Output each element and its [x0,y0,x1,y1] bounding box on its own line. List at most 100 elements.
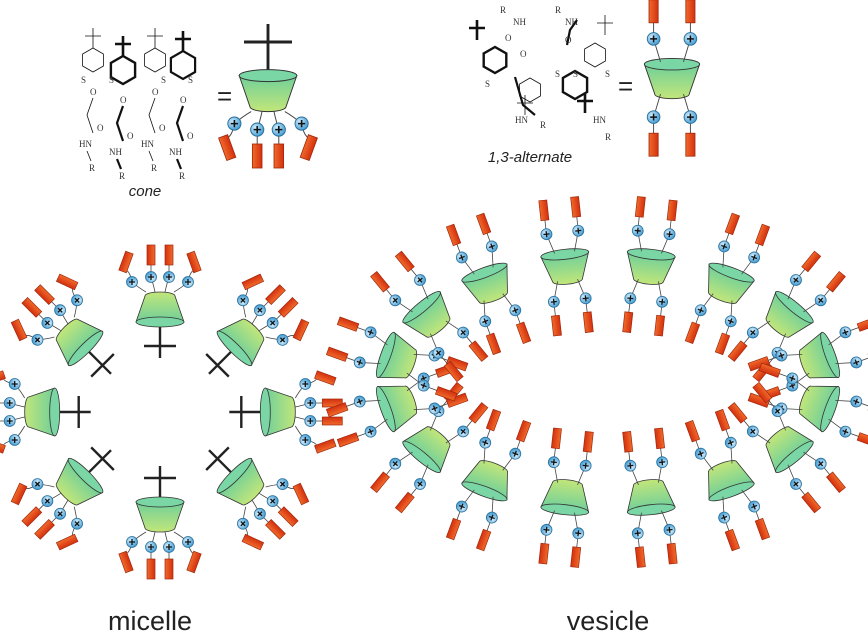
plus-icon [727,318,734,325]
calixarene-cone-rim [376,331,396,378]
atom-label: O [120,95,127,105]
tert-butyl-group [115,36,131,56]
micelle-cone-unit [118,244,202,358]
micelle-cone-unit [0,370,91,454]
plus-icon [129,279,135,285]
plus-icon [417,277,423,283]
plus-icon [420,382,427,389]
calixarene-cone-body [216,457,265,506]
plus-icon [431,405,438,412]
acetamide-chain [86,97,94,134]
cone-schematic [218,23,318,169]
plus-icon [11,437,18,443]
cationic-head-bead [547,295,560,308]
hydrophobic-tail [321,416,343,426]
vesicle-alternate-unit [622,196,678,337]
plus-icon [392,460,399,467]
micelle-cone-unit [118,466,202,580]
cationic-head-bead [540,523,553,536]
micelle-assembly [0,244,343,580]
hydrophobic-tail [684,419,701,443]
plus-icon [6,400,13,406]
cationic-head-bead [724,315,737,328]
calixarene-cone-rim [259,387,271,437]
plus-icon [129,539,135,545]
hydrophobic-tail [21,506,43,528]
cationic-head-bead [790,478,802,490]
plus-icon [458,503,465,510]
hydrophobic-tail [582,431,594,453]
cationic-head-bead [41,317,54,329]
benzene-ring [169,49,197,81]
calixarene-cone-body [377,331,418,379]
vesicle-alternate-unit [727,381,846,514]
plus-icon [582,295,589,302]
cationic-head-bead [683,32,698,46]
plus-icon [853,359,860,366]
calixarene-cone-body [216,318,265,367]
plus-icon [34,337,41,343]
micelle-cone-unit [205,273,310,378]
cationic-head-bead [509,447,522,460]
cationic-head-bead [432,346,445,359]
equals-sign-cone: = [217,81,232,111]
cationic-head-bead [304,397,317,409]
hydrophobic-tail [485,408,502,432]
atom-label: NH [513,17,526,27]
alternate-label: 1,3-alternate [488,149,572,166]
cationic-head-bead [8,378,21,390]
calixarene-cone-rim [708,481,755,502]
cationic-head-bead [304,415,317,427]
hydrophobic-tail [727,340,748,362]
hydrophobic-tail [445,517,462,541]
hydrophobic-tail [55,533,79,551]
plus-icon [185,279,191,285]
calixarene-cone-rim [775,440,814,473]
cationic-head-bead [718,240,731,253]
atom-label: S [555,69,560,79]
hydrophobic-tail [582,311,594,333]
hydrophobic-tail [634,546,646,568]
hydrophobic-tail [714,408,731,432]
acetamide-chain [148,97,156,134]
plus-icon [550,459,557,466]
hydrophobic-tail [485,332,502,356]
calixarene-cone-rim [216,330,253,367]
hydrophobic-tail [826,471,846,493]
cationic-head-bead [266,495,279,507]
cationic-head-bead [572,224,585,237]
vesicle-alternate-unit [538,196,594,337]
atom-label: R [151,163,157,173]
plus-icon [488,514,495,521]
atom-label: O [180,95,187,105]
hydrophobic-tail [370,471,390,493]
cationic-head-bead [786,372,799,385]
hydrophobic-tail [826,271,846,293]
cationic-head-bead [631,527,644,540]
plus-icon [270,498,276,504]
atom-label: R [605,132,611,142]
tert-butyl-group [147,28,163,48]
cationic-head-bead [839,326,852,339]
plus-icon [367,428,374,435]
cationic-head-bead [479,436,492,449]
vesicle-alternate-unit [445,212,532,356]
cationic-head-bead [663,228,676,241]
hydrophobic-tail [146,558,156,580]
hydrophobic-tail [118,550,134,574]
cationic-head-bead [579,292,592,305]
alternate-unit [643,0,701,157]
equals-sign-alternate: = [618,71,633,101]
plus-icon [148,544,154,550]
plus-icon [817,297,824,304]
benzene-ring [82,47,104,73]
atom-label: R [500,5,506,15]
cationic-head-bead [163,541,175,553]
plus-icon [482,318,489,325]
plus-icon [666,231,673,238]
plus-icon [307,400,314,406]
cationic-head-bead [509,304,522,317]
cationic-head-bead [814,294,827,307]
calixarene-cone-body [238,75,298,113]
benzene-ring [109,54,137,86]
